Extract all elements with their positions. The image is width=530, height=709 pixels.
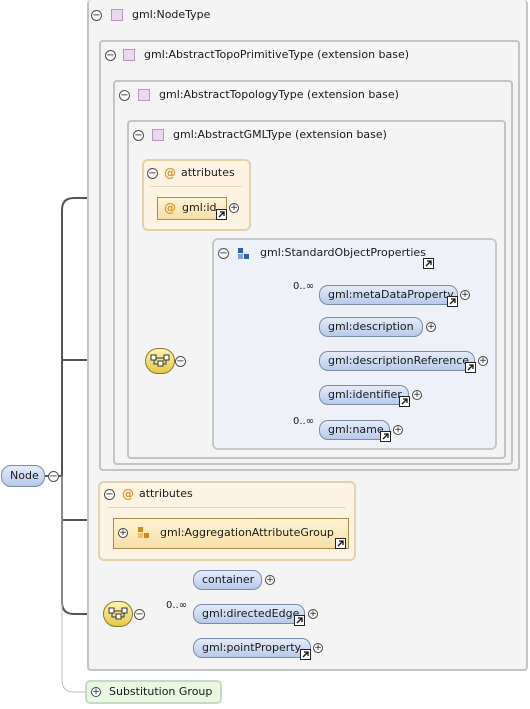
expand-element-icon[interactable]: +	[393, 425, 403, 435]
abstract-topology-label: gml:AbstractTopologyType (extension base…	[159, 88, 399, 101]
node-type-label: gml:NodeType	[132, 8, 211, 21]
element-container[interactable]: container	[193, 570, 262, 590]
reference-arrow-icon	[300, 649, 311, 660]
collapse-topology-toggle[interactable]: −	[119, 90, 130, 101]
element-description[interactable]: gml:description	[319, 317, 423, 337]
root-label: Node	[10, 469, 39, 482]
collapse-inner-attributes-toggle[interactable]: −	[147, 168, 158, 179]
expand-substitution-icon[interactable]: +	[91, 687, 101, 697]
element-point-property[interactable]: gml:pointProperty	[193, 638, 311, 658]
reference-arrow-icon	[447, 296, 458, 307]
element-directed-edge[interactable]: gml:directedEdge	[193, 604, 305, 624]
attribute-icon: @	[122, 487, 134, 501]
reference-arrow-icon	[335, 538, 346, 549]
collapse-sequence-toggle[interactable]: −	[175, 356, 186, 367]
expand-element-icon[interactable]: +	[478, 356, 488, 366]
reference-arrow-icon	[294, 615, 305, 626]
element-label: container	[202, 573, 255, 586]
aggregation-attribute-group[interactable]	[113, 518, 349, 549]
complex-type-icon	[123, 49, 135, 61]
collapse-standard-props-toggle[interactable]: −	[218, 248, 229, 259]
element-label: gml:description	[328, 320, 414, 333]
complex-type-icon	[138, 89, 150, 101]
gml-id-attribute[interactable]	[157, 197, 227, 220]
collapse-node-type-toggle[interactable]: −	[91, 10, 102, 21]
element-label: gml:identifier	[328, 388, 402, 401]
attribute-icon: @	[164, 166, 176, 180]
reference-arrow-icon	[465, 362, 476, 373]
element-cardinality: 0..∞	[166, 600, 188, 611]
expand-element-icon[interactable]: +	[426, 322, 436, 332]
substitution-group-box[interactable]	[85, 680, 222, 704]
substitution-group-label: Substitution Group	[109, 685, 213, 698]
abstract-topo-primitive-label: gml:AbstractTopoPrimitiveType (extension…	[144, 48, 410, 61]
reference-arrow-icon	[399, 396, 410, 407]
collapse-gml-toggle[interactable]: −	[133, 130, 144, 141]
reference-arrow-icon	[216, 209, 227, 220]
collapse-outer-attributes-toggle[interactable]: −	[104, 489, 115, 500]
element-label: gml:pointProperty	[202, 641, 302, 654]
complex-type-icon	[152, 129, 164, 141]
expand-element-icon[interactable]: +	[412, 390, 422, 400]
expand-element-icon[interactable]: +	[460, 290, 470, 300]
inner-attributes-title: attributes	[181, 166, 235, 179]
expand-element-icon[interactable]: +	[265, 575, 275, 585]
attribute-group-icon	[138, 527, 150, 539]
divider	[108, 507, 346, 508]
standard-object-properties-box	[212, 238, 497, 450]
aggregation-group-label: gml:AggregationAttributeGroup	[160, 526, 334, 539]
collapse-root-toggle[interactable]: −	[48, 471, 59, 482]
sequence-compositor-icon	[145, 348, 175, 374]
element-meta-data-property[interactable]: gml:metaDataProperty	[319, 285, 458, 305]
element-label: gml:directedEdge	[202, 607, 300, 620]
reference-arrow-icon	[380, 431, 391, 442]
expand-element-icon[interactable]: +	[313, 643, 323, 653]
element-name[interactable]: gml:name	[319, 420, 390, 440]
collapse-topo-primitive-toggle[interactable]: −	[105, 50, 116, 61]
sequence-compositor-icon	[103, 601, 133, 627]
expand-attribute-group-icon[interactable]: +	[118, 528, 128, 538]
element-cardinality: 0..∞	[293, 416, 315, 427]
reference-arrow-icon	[423, 258, 434, 269]
complex-type-icon	[111, 9, 123, 21]
divider	[150, 186, 242, 187]
gml-id-label: gml:id	[182, 201, 217, 214]
group-icon	[238, 248, 250, 260]
element-label: gml:metaDataProperty	[328, 288, 454, 301]
expand-element-icon[interactable]: +	[308, 609, 318, 619]
element-cardinality: 0..∞	[293, 281, 315, 292]
element-label: gml:descriptionReference	[328, 354, 470, 367]
abstract-gml-label: gml:AbstractGMLType (extension base)	[173, 128, 387, 141]
root-node-element[interactable]: Node	[1, 465, 45, 487]
attribute-icon: @	[164, 201, 176, 215]
standard-props-title: gml:StandardObjectProperties	[260, 246, 426, 259]
expand-gml-id-icon[interactable]: +	[229, 203, 239, 213]
element-description-reference[interactable]: gml:descriptionReference	[319, 351, 475, 371]
element-identifier[interactable]: gml:identifier	[319, 385, 409, 405]
outer-attributes-title: attributes	[139, 487, 193, 500]
element-label: gml:name	[328, 423, 384, 436]
collapse-node-sequence-toggle[interactable]: −	[134, 609, 145, 620]
